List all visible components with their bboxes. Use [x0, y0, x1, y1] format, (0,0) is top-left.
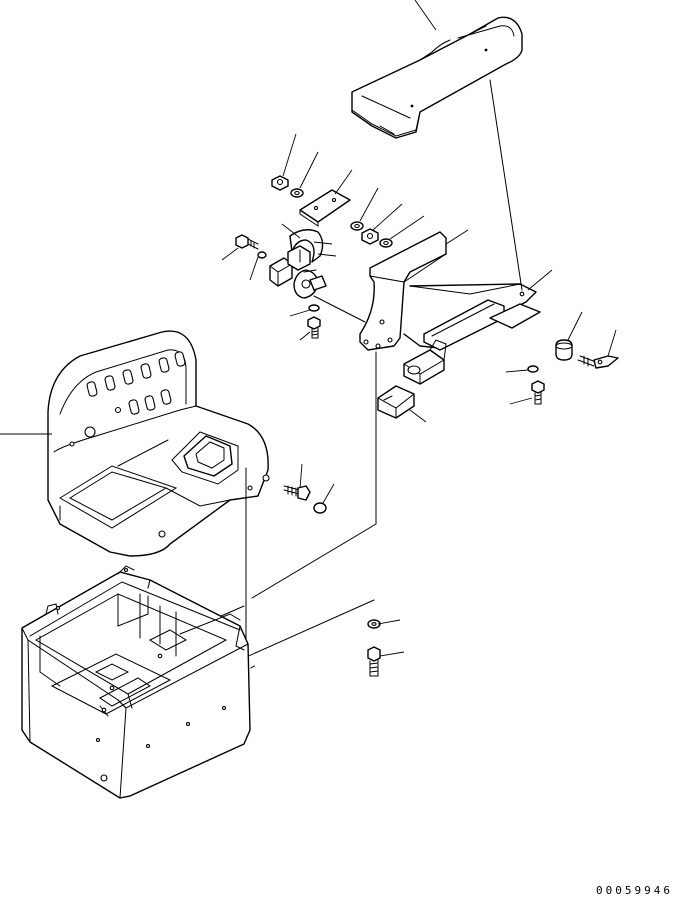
drawing-number: 00059946	[596, 884, 673, 897]
collar	[555, 339, 573, 361]
washer-3	[379, 238, 393, 248]
bolt-2	[307, 316, 321, 339]
lock-washer	[308, 304, 320, 312]
bolt-1	[235, 234, 259, 250]
bolt-4	[367, 646, 381, 677]
leader-armrest	[414, 0, 437, 31]
grommet	[313, 502, 327, 514]
screw-tapping	[283, 485, 311, 501]
washer-1	[290, 188, 304, 198]
switch-housing	[377, 385, 415, 419]
rubber-pad	[489, 303, 541, 329]
seat-stand-box	[21, 565, 251, 799]
clamp-assembly	[269, 229, 327, 299]
assembly-line-armrest	[489, 79, 523, 291]
assembly-line-bracket	[251, 351, 377, 599]
hex-nut-1	[271, 175, 289, 191]
tube-connector	[403, 339, 447, 385]
hex-nut-2	[361, 228, 379, 245]
spacer-plate	[299, 189, 351, 227]
armrest	[351, 16, 523, 139]
key-bolt	[577, 355, 619, 369]
assembly-line-clamp	[313, 295, 366, 323]
washer-2	[350, 221, 364, 231]
washer-4	[257, 251, 267, 259]
washer-5	[527, 365, 539, 373]
armrest-bracket	[359, 231, 537, 351]
control-console-cover	[47, 330, 270, 557]
bolt-3	[531, 380, 545, 405]
